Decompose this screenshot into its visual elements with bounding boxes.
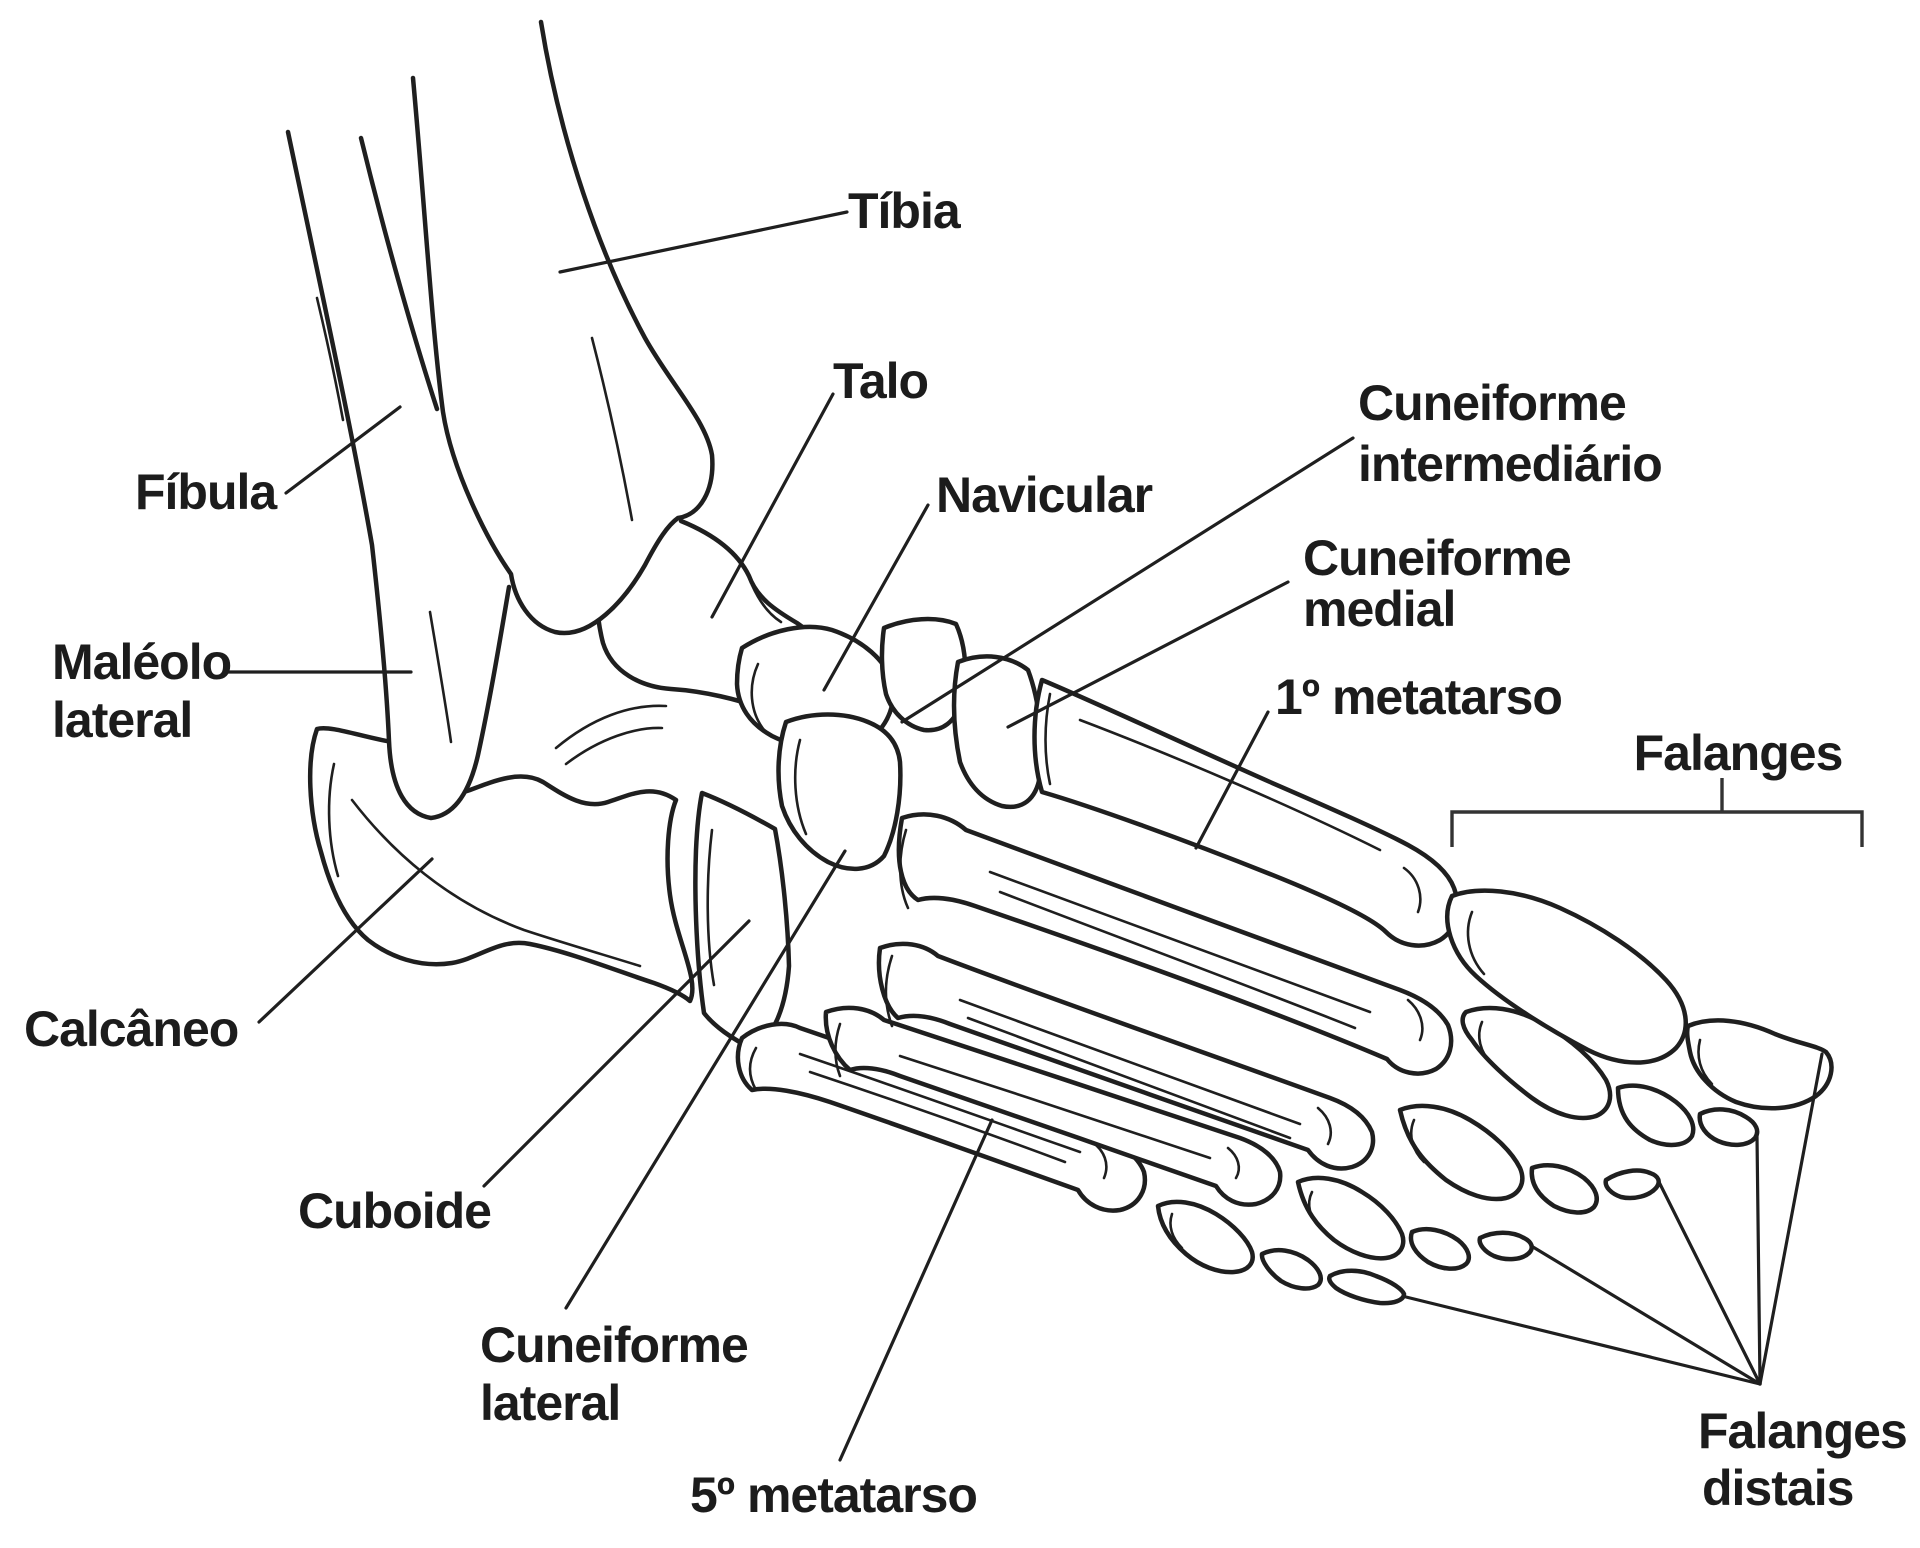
quinto-metatarso-label: 5º metatarso xyxy=(690,1467,977,1523)
toe-1-phalanges xyxy=(1445,888,1834,1111)
calcaneo-leader-line xyxy=(257,857,434,1024)
cuneiforme-intermediario-label-line2: intermediário xyxy=(1358,436,1662,492)
falanges-bracket xyxy=(1450,778,1864,847)
falanges-distais-fan xyxy=(1404,1052,1824,1386)
maleolo-lateral-label: Maléolo lateral xyxy=(52,634,244,748)
metatarsal-1-bone xyxy=(1032,677,1460,948)
calcaneus-bone xyxy=(307,704,695,1004)
cuboide-leader-line xyxy=(482,919,751,1188)
lateral-cuneiform-bone xyxy=(776,712,903,872)
toe-2-phalanges xyxy=(1460,1005,1760,1148)
cuneiforme-lateral-leader-line xyxy=(564,849,847,1310)
talo-leader-line xyxy=(710,392,835,619)
metatarsal-2-bone xyxy=(896,812,1454,1076)
calcaneo-label: Calcâneo xyxy=(24,1001,238,1057)
fibula-leader-line xyxy=(284,405,402,495)
toe-3-phalanges xyxy=(1397,1103,1661,1215)
metatarsal-3-bone xyxy=(876,941,1376,1171)
falanges-label: Falanges xyxy=(1634,725,1843,781)
falanges-distais-label-line1: Falanges xyxy=(1698,1403,1907,1459)
cuboid-bone xyxy=(693,790,792,1052)
cuboide-label: Cuboide xyxy=(298,1183,491,1239)
fan-line-toe5 xyxy=(1404,1295,1762,1386)
leader-lines xyxy=(222,210,1355,1462)
navicular-label: Navicular xyxy=(936,467,1153,523)
quinto-metatarso-leader-line xyxy=(838,1118,994,1462)
fan-line-toe4 xyxy=(1531,1245,1762,1386)
falanges-distais-label-line2: distais xyxy=(1702,1460,1853,1516)
navicular-leader-line xyxy=(822,503,930,692)
tibia-label: Tíbia xyxy=(848,183,962,239)
maleolo-lateral-label-line2: lateral xyxy=(52,692,192,748)
maleolo-lateral-label-line1: Maléolo xyxy=(52,634,231,690)
primeiro-metatarso-leader-line xyxy=(1194,710,1270,850)
toe-5-phalanges xyxy=(1155,1199,1407,1306)
fibula-label: Fíbula xyxy=(135,464,278,520)
cuneiforme-intermediario-label-line1: Cuneiforme xyxy=(1358,375,1626,431)
tibia-leader-line xyxy=(558,210,849,274)
cuneiforme-medial-leader-line xyxy=(1006,580,1290,729)
talo-label: Talo xyxy=(833,353,928,409)
cuneiforme-medial-label-line1: Cuneiforme xyxy=(1303,530,1571,586)
fan-line-toe3 xyxy=(1656,1178,1762,1386)
metatarsal-5-bone xyxy=(735,1021,1148,1213)
cuneiforme-lateral-label: Cuneiforme lateral xyxy=(480,1317,761,1431)
cuneiforme-intermediario-label: Cuneiforme intermediário xyxy=(1358,375,1662,492)
fibula-bone xyxy=(285,129,512,821)
cuneiforme-lateral-label-line2: lateral xyxy=(480,1375,620,1431)
falanges-distais-label: Falanges distais xyxy=(1698,1403,1920,1516)
medial-cuneiform-bone xyxy=(951,654,1044,810)
intermediate-cuneiform-bone xyxy=(879,616,968,733)
fan-line-toe1 xyxy=(1758,1052,1824,1386)
toe-4-phalanges xyxy=(1295,1175,1534,1271)
tibia-bone xyxy=(410,19,715,636)
primeiro-metatarso-label: 1º metatarso xyxy=(1275,669,1562,725)
cuneiforme-lateral-label-line1: Cuneiforme xyxy=(480,1317,748,1373)
cuneiforme-medial-label-line2: medial xyxy=(1303,581,1455,637)
cuneiforme-medial-label: Cuneiforme medial xyxy=(1303,530,1584,637)
cuneiforme-intermediario-leader-line xyxy=(900,436,1355,724)
metatarsal-4-bone xyxy=(823,1005,1283,1207)
fan-line-toe2 xyxy=(1755,1134,1762,1386)
